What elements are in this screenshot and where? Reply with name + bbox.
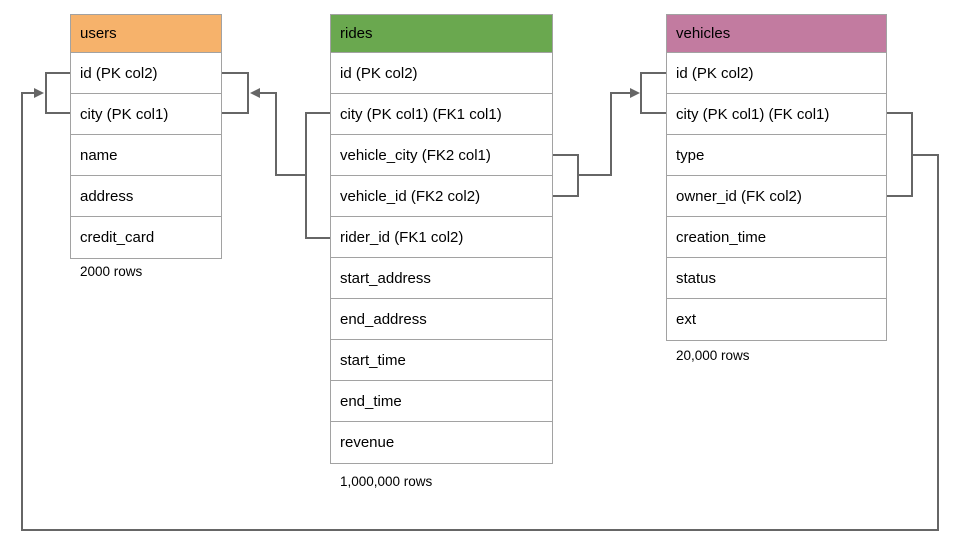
- vehicles-right-fk-bracket: [887, 112, 913, 197]
- rides-to-vehicles-connector: [578, 92, 632, 176]
- table-rides-column-vehicle-id: vehicle_id (FK2 col2): [331, 176, 552, 217]
- vehicles-left-pk-bracket: [640, 72, 666, 114]
- table-vehicles-header: vehicles: [667, 15, 886, 53]
- table-rides-column-vehicle-city: vehicle_city (FK2 col1): [331, 135, 552, 176]
- table-rides-column-end-address: end_address: [331, 299, 552, 340]
- users-left-pk-bracket: [45, 72, 70, 114]
- table-rides-column-end-time: end_time: [331, 381, 552, 422]
- table-vehicles-column-creation-time: creation_time: [667, 217, 886, 258]
- table-vehicles: vehicles id (PK col2) city (PK col1) (FK…: [666, 14, 887, 341]
- table-users: users id (PK col2) city (PK col1) name a…: [70, 14, 222, 259]
- table-vehicles-column-type: type: [667, 135, 886, 176]
- table-users-column-id: id (PK col2): [71, 53, 221, 94]
- table-users-column-city: city (PK col1): [71, 94, 221, 135]
- table-vehicles-column-ext: ext: [667, 299, 886, 340]
- table-users-column-credit-card: credit_card: [71, 217, 221, 258]
- arrowhead-into-users-left-icon: [34, 88, 44, 98]
- rides-right-fk2-bracket: [553, 154, 579, 197]
- table-rides-header: rides: [331, 15, 552, 53]
- table-rides-column-start-time: start_time: [331, 340, 552, 381]
- table-users-header: users: [71, 15, 221, 53]
- table-rides-column-rider-id: rider_id (FK1 col2): [331, 217, 552, 258]
- table-rides-column-city: city (PK col1) (FK1 col1): [331, 94, 552, 135]
- table-rides-column-id: id (PK col2): [331, 53, 552, 94]
- table-vehicles-column-id: id (PK col2): [667, 53, 886, 94]
- table-vehicles-column-status: status: [667, 258, 886, 299]
- table-vehicles-column-owner-id: owner_id (FK col2): [667, 176, 886, 217]
- table-users-column-name: name: [71, 135, 221, 176]
- table-rides-column-revenue: revenue: [331, 422, 552, 463]
- table-rides-row-count: 1,000,000 rows: [340, 474, 433, 489]
- table-rides-column-start-address: start_address: [331, 258, 552, 299]
- table-vehicles-row-count: 20,000 rows: [676, 348, 750, 363]
- users-right-pk-bracket: [222, 72, 249, 114]
- table-vehicles-column-city: city (PK col1) (FK col1): [667, 94, 886, 135]
- rides-to-users-connector: [258, 92, 306, 176]
- arrowhead-into-vehicles-icon: [630, 88, 640, 98]
- table-users-row-count: 2000 rows: [80, 264, 143, 279]
- table-users-column-address: address: [71, 176, 221, 217]
- arrowhead-into-users-right-icon: [250, 88, 260, 98]
- rides-left-fk1-bracket: [305, 112, 330, 239]
- table-rides: rides id (PK col2) city (PK col1) (FK1 c…: [330, 14, 553, 464]
